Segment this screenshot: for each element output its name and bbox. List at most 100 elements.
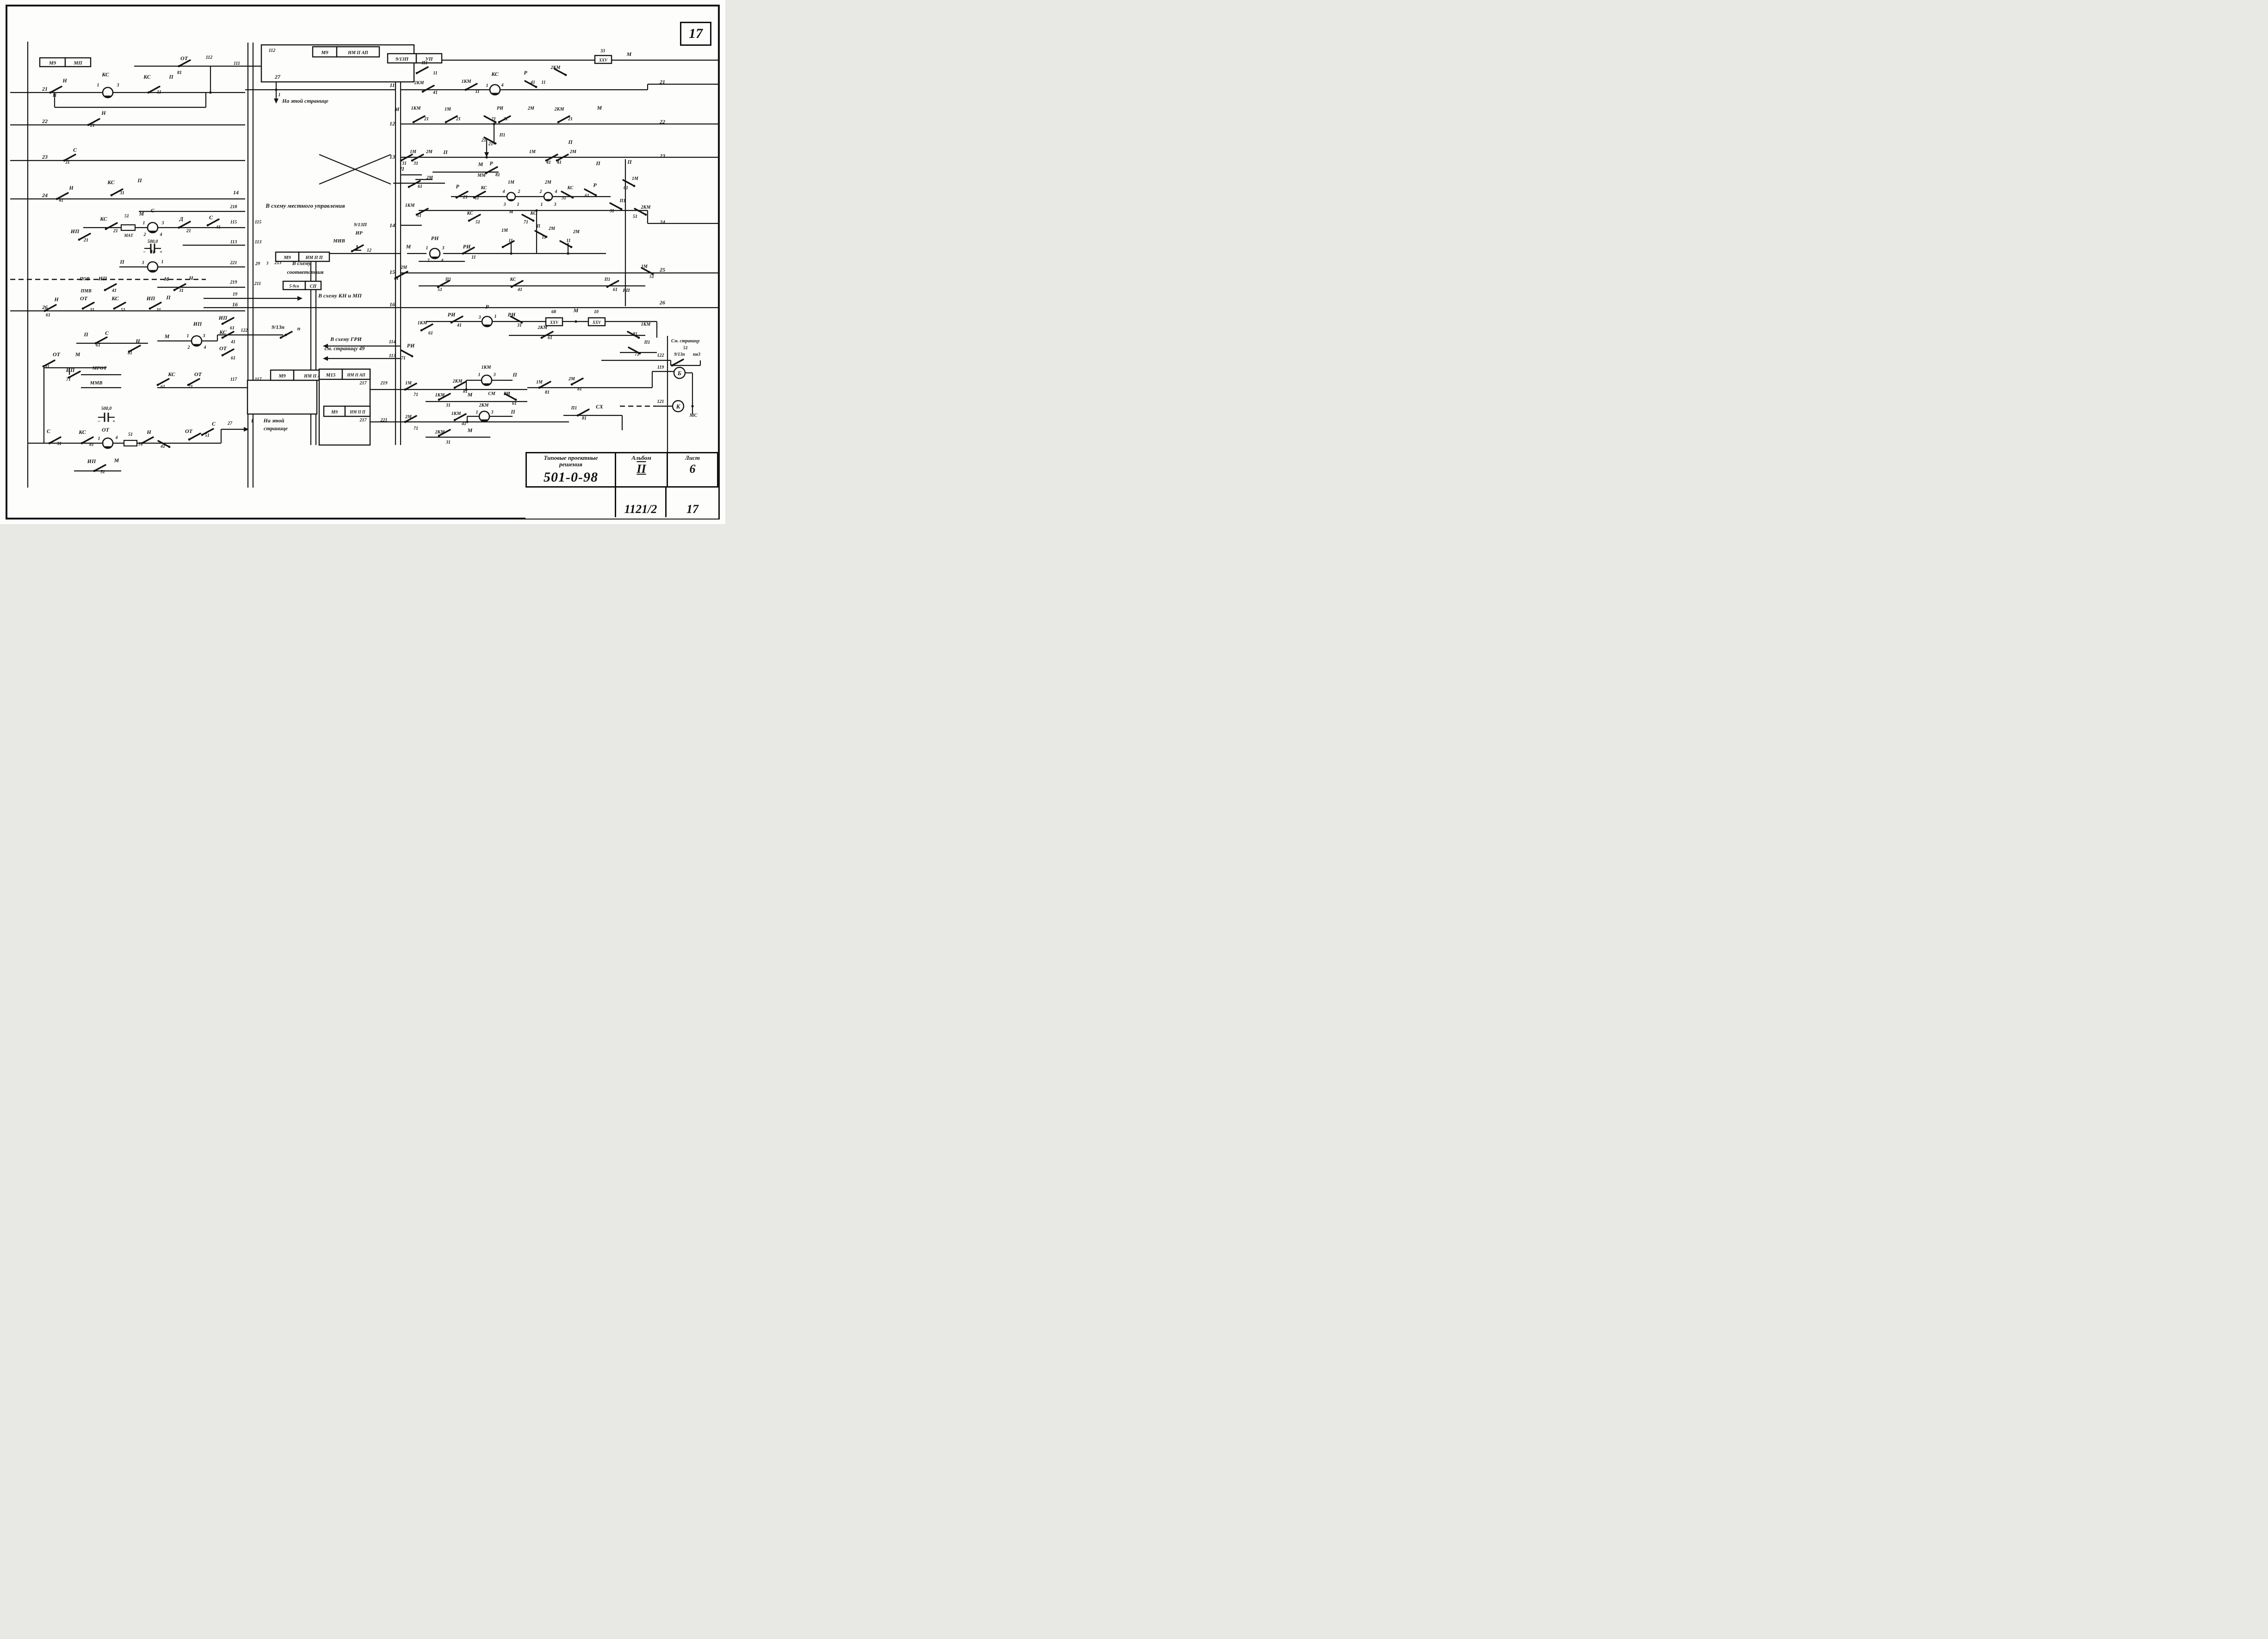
- schematic-label: 3: [266, 261, 269, 266]
- schematic-label: ИП: [146, 295, 155, 302]
- schematic-label: 21: [424, 117, 429, 122]
- contact-blade: [473, 191, 486, 198]
- schematic-label: 68: [551, 309, 556, 315]
- schematic-label: странице: [264, 425, 288, 432]
- contact-blade: [541, 331, 554, 339]
- arrowhead: [244, 427, 249, 432]
- schematic-label: 51: [633, 214, 637, 219]
- label-box: [341, 368, 371, 380]
- schematic-label: 1: [478, 372, 481, 377]
- schematic-label: ОТ: [185, 428, 193, 434]
- schematic-label: 19: [233, 292, 237, 297]
- schematic-label: ИР: [355, 230, 363, 236]
- schematic-label: ИП: [66, 367, 75, 373]
- schematic-label: РИ: [504, 391, 511, 396]
- schematic-label: 3: [117, 83, 119, 88]
- schematic-label: 31: [89, 308, 94, 313]
- label-box: [587, 317, 606, 327]
- schematic-label: 31: [561, 196, 566, 201]
- schematic-label: П: [119, 259, 124, 265]
- contact-blade: [49, 86, 62, 93]
- schematic-label: 21: [90, 123, 95, 128]
- schematic-label: 71: [66, 377, 71, 382]
- schematic-label: 9/13П: [354, 222, 367, 228]
- schematic-label: 213: [274, 260, 282, 266]
- contact-blade: [105, 222, 118, 230]
- schematic-label: Н: [54, 296, 59, 303]
- schematic-label: 1КМ: [418, 321, 428, 326]
- contact-blade: [408, 180, 421, 188]
- schematic-label: 1: [486, 83, 488, 88]
- relay-coil-mark: [480, 419, 488, 421]
- contact-blade: [456, 191, 469, 198]
- relay-coil: [429, 247, 441, 260]
- label-box-text: НМ II АП: [346, 372, 365, 377]
- schematic-label: КС: [491, 71, 499, 77]
- contact-blade: [561, 191, 574, 198]
- schematic-label: 21: [113, 229, 118, 234]
- schematic-label: 61: [613, 287, 618, 292]
- label-box: [545, 317, 563, 327]
- schematic-label: 13: [389, 154, 395, 160]
- schematic-label: −: [98, 419, 101, 424]
- contact-blade: [454, 381, 467, 389]
- junction-dot: [284, 334, 287, 336]
- contact-blade: [68, 371, 81, 378]
- schematic-label: 113: [389, 353, 396, 359]
- schematic-label: 11: [45, 365, 49, 370]
- schematic-label: 61: [231, 356, 235, 361]
- schematic-label: 21: [568, 117, 573, 122]
- schematic-label: 1: [98, 436, 100, 441]
- schematic-label: 1: [161, 260, 164, 265]
- contact-blade: [438, 429, 451, 437]
- label-box: [304, 280, 322, 291]
- contact-blade: [400, 349, 413, 357]
- schematic-label: 3: [142, 260, 144, 266]
- schematic-label: КС: [101, 71, 110, 78]
- schematic-label: КС: [510, 277, 516, 282]
- schematic-label: ИП: [98, 275, 107, 282]
- schematic-label: 51: [128, 432, 133, 437]
- schematic-label: см. страницу 49: [325, 345, 365, 352]
- label-box-text: НМ II АП: [303, 374, 325, 379]
- schematic-label: 2М: [573, 229, 580, 235]
- schematic-label: 221: [380, 418, 388, 423]
- schematic-label: 21: [186, 229, 191, 234]
- schematic-label: 1: [143, 221, 145, 226]
- schematic-label: С: [47, 428, 51, 434]
- schematic-label: М: [75, 351, 80, 358]
- wire: [319, 154, 391, 185]
- schematic-label: П: [443, 149, 448, 155]
- contact-blade: [63, 154, 76, 161]
- contact-blade: [545, 154, 558, 161]
- relay-coil: [481, 374, 493, 386]
- junction-dot: [209, 91, 212, 94]
- contact-blade: [404, 383, 417, 390]
- contact-blade: [351, 244, 364, 252]
- project-code: 501-0-98: [544, 470, 598, 485]
- contact-blade: [81, 436, 94, 444]
- schematic-label: П1: [499, 133, 506, 138]
- schematic-label: П: [137, 177, 142, 184]
- schematic-label: 2КМ: [452, 379, 463, 384]
- schematic-label: П1: [445, 277, 451, 282]
- junction-dot: [465, 388, 468, 391]
- contact-blade: [56, 192, 69, 200]
- schematic-label: 71: [524, 220, 528, 225]
- label-box-text: МП: [73, 61, 82, 66]
- terminal-ring-letter: Б: [677, 370, 681, 377]
- contact-blade: [510, 315, 523, 323]
- schematic-label: 11: [52, 93, 56, 98]
- schematic-label: М: [467, 427, 473, 433]
- schematic-label: КС: [78, 429, 87, 435]
- schematic-label: 4: [555, 189, 557, 194]
- schematic-label: 3: [478, 315, 481, 320]
- schematic-label: 81: [128, 351, 132, 356]
- schematic-label: Н: [150, 248, 155, 255]
- schematic-label: ОТ: [102, 427, 110, 433]
- schematic-label: 71: [401, 356, 406, 361]
- terminal-ring: [673, 366, 686, 379]
- contact-blade: [641, 267, 654, 275]
- schematic-label: ММ: [477, 173, 486, 178]
